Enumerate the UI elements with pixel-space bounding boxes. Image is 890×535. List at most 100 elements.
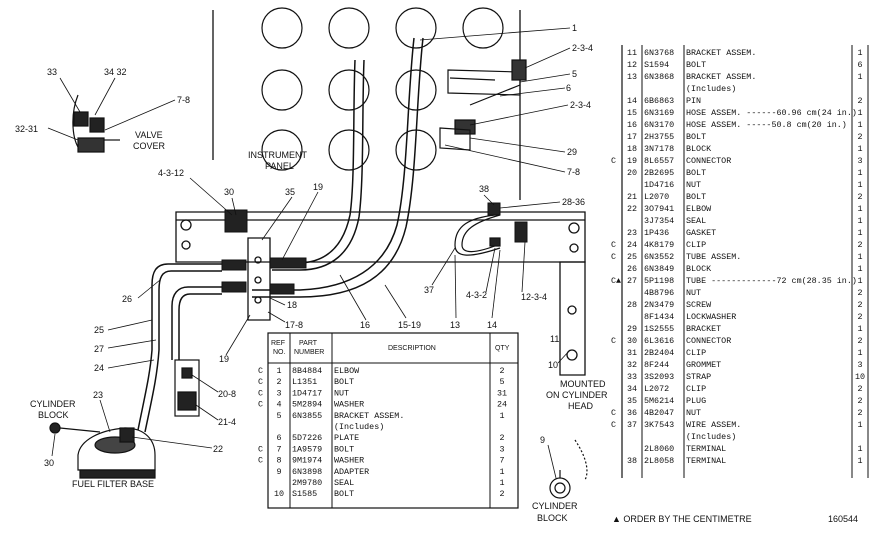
row-description: BRACKET ASSEM. xyxy=(686,72,756,82)
figure-number: 160544 xyxy=(828,514,858,524)
row-mark: C xyxy=(258,400,263,410)
callout-34-32: 34 32 xyxy=(104,67,127,77)
row-ref-no: 3 xyxy=(276,388,281,398)
bt-head-ref: REF xyxy=(271,340,285,347)
row-qty: 6 xyxy=(857,60,862,70)
wire-assembly-37 xyxy=(454,214,501,256)
row-description: BOLT xyxy=(334,377,354,387)
row-qty: 2 xyxy=(857,96,862,106)
row-part-number: 3K7543 xyxy=(644,420,674,430)
fuel-filter-base-label: FUEL FILTER BASE xyxy=(72,479,154,489)
row-qty: 3 xyxy=(857,156,862,166)
row-part-number: 9M1974 xyxy=(292,456,322,466)
leader-lines xyxy=(47,27,571,479)
row-qty: 2 xyxy=(857,312,862,322)
row-part-number: 6B6863 xyxy=(644,96,674,106)
fuel-tubes xyxy=(137,263,222,433)
row-part-number: 6N3849 xyxy=(644,264,674,274)
row-mark: C xyxy=(611,240,616,250)
row-part-number: 5P1198 xyxy=(644,276,674,286)
row-part-number: 8F1434 xyxy=(644,312,674,322)
row-qty: 1 xyxy=(857,420,862,430)
callout-32-31: 32-31 xyxy=(15,124,38,134)
bracket-assembly-5 xyxy=(439,59,527,151)
callout-14: 14 xyxy=(487,320,497,330)
row-ref-no: 10 xyxy=(274,489,284,499)
row-description: BRACKET ASSEM. xyxy=(334,411,404,421)
row-qty: 1 xyxy=(857,48,862,58)
row-qty: 1 xyxy=(857,168,862,178)
row-qty: 1 xyxy=(499,478,504,488)
mounted-label-3: HEAD xyxy=(568,401,594,411)
row-description: PLUG xyxy=(686,396,706,406)
callout-2-3-4-a: 2-3-4 xyxy=(572,43,593,53)
row-part-number: L2070 xyxy=(644,192,669,202)
row-qty: 1 xyxy=(857,108,862,118)
cylinder-block-bottom-label-1: CYLINDER xyxy=(532,501,578,511)
row-description: BRACKET ASSEM. xyxy=(686,48,756,58)
cylinder-block-bolt xyxy=(549,439,588,499)
callout-19-a: 19 xyxy=(313,182,323,192)
row-description: CONNECTOR xyxy=(686,336,731,346)
callout-15-19: 15-19 xyxy=(398,320,421,330)
row-qty: 2 xyxy=(857,132,862,142)
row-ref-no: 30 xyxy=(627,336,637,346)
callout-7-8-b: 7-8 xyxy=(567,167,580,177)
row-part-number: L2072 xyxy=(644,384,669,394)
callout-16: 16 xyxy=(360,320,370,330)
row-qty: 1 xyxy=(857,216,862,226)
row-part-number: 2L8060 xyxy=(644,444,674,454)
row-part-number: 8L6557 xyxy=(644,156,674,166)
bt-head-part: PART xyxy=(299,340,318,347)
row-ref-no: 28 xyxy=(627,300,637,310)
callout-24: 24 xyxy=(94,363,104,373)
row-part-number: 3O7941 xyxy=(644,204,674,214)
row-description: (Includes) xyxy=(686,84,736,94)
row-part-number: 6N3898 xyxy=(292,467,322,477)
row-part-number: 1S2555 xyxy=(644,324,674,334)
row-description: PIN xyxy=(686,96,701,106)
row-description: GROMMET xyxy=(686,360,721,370)
valve-cover-label-1: VALVE xyxy=(135,130,163,140)
row-qty: 1 xyxy=(857,72,862,82)
callout-25: 25 xyxy=(94,325,104,335)
row-description: SEAL xyxy=(334,478,354,488)
row-ref-no: 22 xyxy=(627,204,637,214)
row-ref-no: 16 xyxy=(627,120,637,130)
row-qty: 2 xyxy=(857,384,862,394)
row-mark: C xyxy=(611,408,616,418)
callout-10: 10 xyxy=(548,360,558,370)
row-qty: 2 xyxy=(857,396,862,406)
row-qty: 10 xyxy=(855,372,865,382)
row-qty: 24 xyxy=(497,400,507,410)
callout-38: 38 xyxy=(479,184,489,194)
row-description: NUT xyxy=(686,408,701,418)
row-ref-no: 32 xyxy=(627,360,637,370)
row-description: BOLT xyxy=(334,489,354,499)
row-mark: C xyxy=(611,252,616,262)
row-description: WASHER xyxy=(334,456,364,466)
order-note: ▲ ORDER BY THE CENTIMETRE xyxy=(612,514,752,524)
row-mark: C▲ xyxy=(611,276,621,286)
row-ref-no: 25 xyxy=(627,252,637,262)
row-description: BOLT xyxy=(686,60,706,70)
row-qty: 1 xyxy=(857,444,862,454)
connectors xyxy=(221,202,528,295)
bt-head-no: NO. xyxy=(273,349,286,356)
callout-12-3-4: 12-3-4 xyxy=(521,292,547,302)
row-part-number: 5M6214 xyxy=(644,396,674,406)
row-description: HOSE ASSEM. ------60.96 cm(24 in.) xyxy=(686,108,857,118)
row-mark: C xyxy=(258,456,263,466)
row-ref-no: 35 xyxy=(627,396,637,406)
row-ref-no: 38 xyxy=(627,456,637,466)
row-qty: 3 xyxy=(857,360,862,370)
row-ref-no: 5 xyxy=(276,411,281,421)
row-part-number: 6L3616 xyxy=(644,336,674,346)
row-ref-no: 8 xyxy=(276,456,281,466)
row-qty: 2 xyxy=(499,489,504,499)
row-description: HOSE ASSEM. -----50.8 cm(20 in.) xyxy=(686,120,847,130)
row-ref-no: 34 xyxy=(627,384,637,394)
row-part-number: 6N3170 xyxy=(644,120,674,130)
